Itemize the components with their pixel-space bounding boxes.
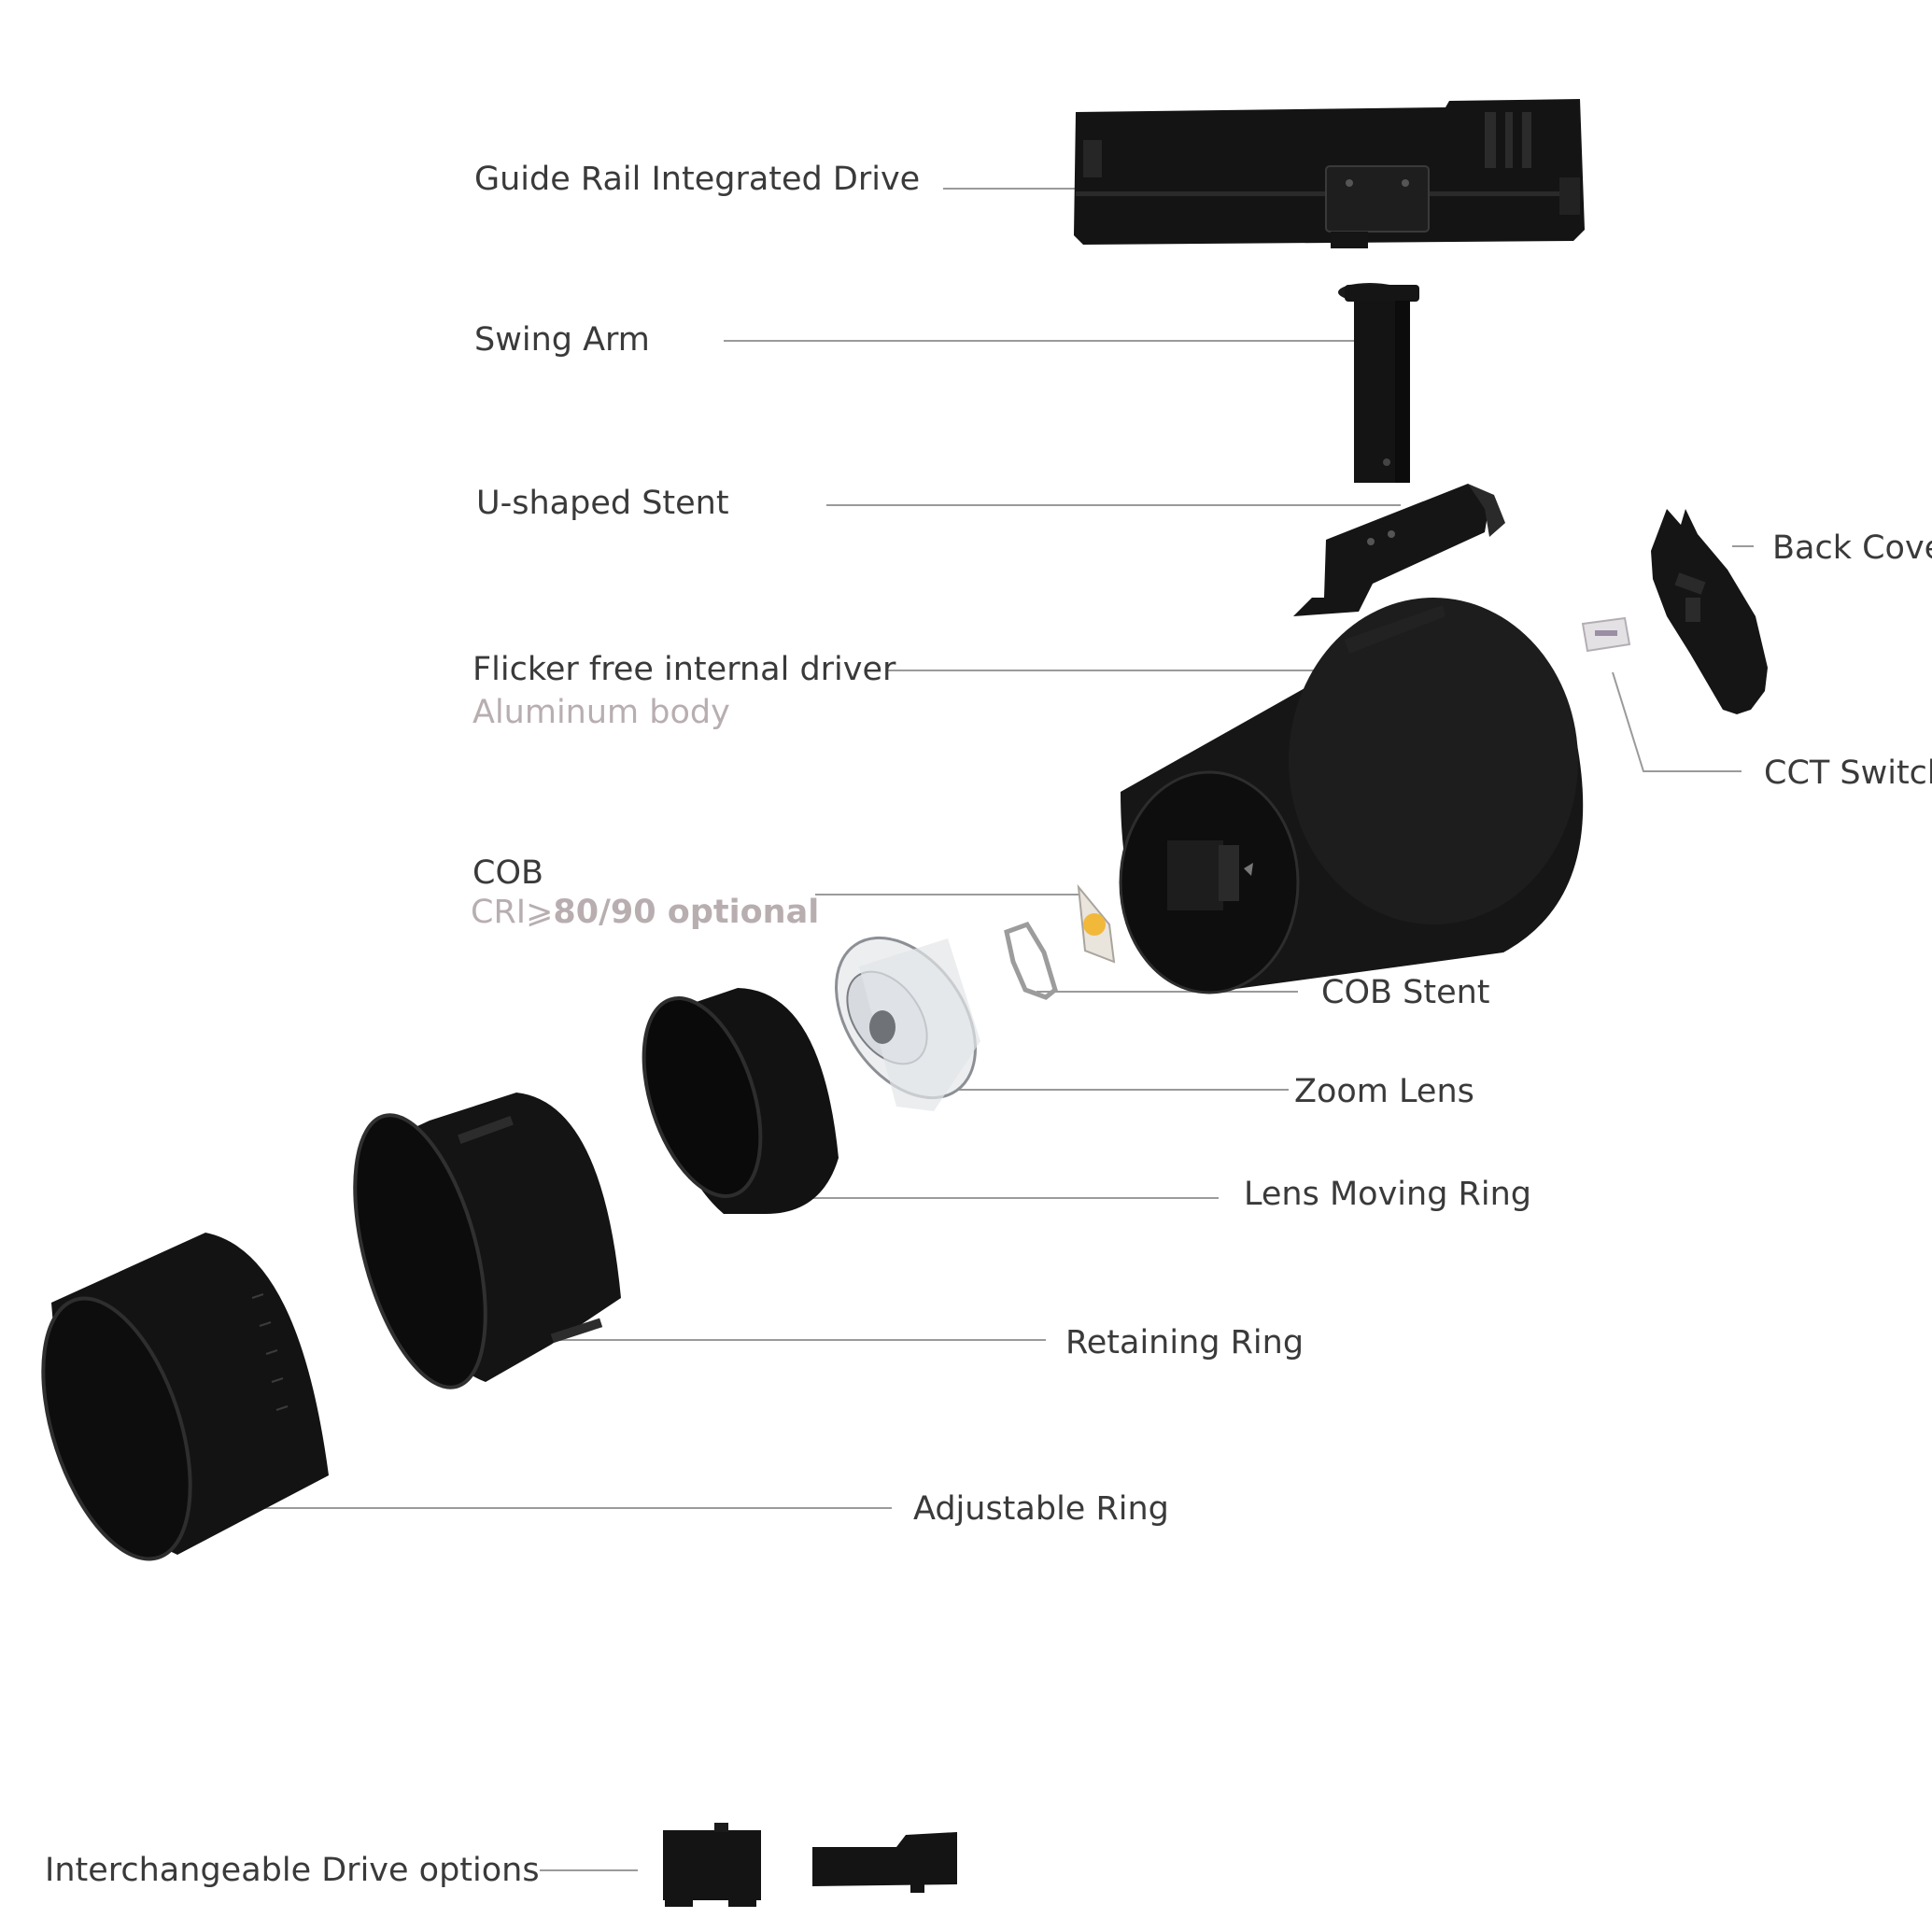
- label-retaining-ring: Retaining Ring: [1065, 1324, 1304, 1361]
- label-flicker-free-driver: Flicker free internal driver: [472, 651, 896, 688]
- label-guide-rail-drive: Guide Rail Integrated Drive: [474, 161, 921, 198]
- label-u-shaped-stent: U-shaped Stent: [476, 485, 729, 522]
- cri-prefix: CRI: [471, 894, 527, 931]
- label-cct-switch: CCT Switch: [1764, 754, 1932, 792]
- label-aluminum-body: Aluminum body: [472, 694, 730, 731]
- label-swing-arm: Swing Arm: [474, 321, 650, 359]
- back-cover: [1651, 509, 1768, 714]
- drive-option-2: [812, 1832, 957, 1893]
- zoom-lens: [835, 936, 980, 1111]
- leader-lines: [257, 188, 1754, 1871]
- main-body: [1119, 598, 1584, 994]
- label-cob: COB: [472, 854, 543, 892]
- greater-equal-symbol: ⩾: [526, 894, 554, 931]
- cob-stent: [1004, 921, 1058, 1000]
- cct-switch: [1581, 616, 1631, 653]
- drive-option-1: [663, 1823, 761, 1907]
- u-shaped-stent: [1293, 484, 1505, 616]
- label-adjustable-ring: Adjustable Ring: [913, 1490, 1169, 1528]
- swing-arm: [1338, 283, 1419, 483]
- lens-moving-ring: [642, 988, 839, 1214]
- label-lens-moving-ring: Lens Moving Ring: [1244, 1176, 1531, 1213]
- cri-value: 80/90 optional: [553, 894, 820, 931]
- label-interchangeable-drive: Interchangeable Drive options: [45, 1852, 540, 1889]
- cob-chip: [1077, 883, 1116, 964]
- guide-rail-drive: [1074, 99, 1585, 248]
- adjustable-ring: [41, 1233, 329, 1561]
- retaining-ring: [353, 1093, 621, 1389]
- label-back-cover: Back Cover: [1772, 529, 1932, 567]
- label-zoom-lens: Zoom Lens: [1294, 1073, 1474, 1110]
- label-cri: CRI⩾80/90 optional: [471, 896, 819, 929]
- label-cob-stent: COB Stent: [1321, 974, 1490, 1011]
